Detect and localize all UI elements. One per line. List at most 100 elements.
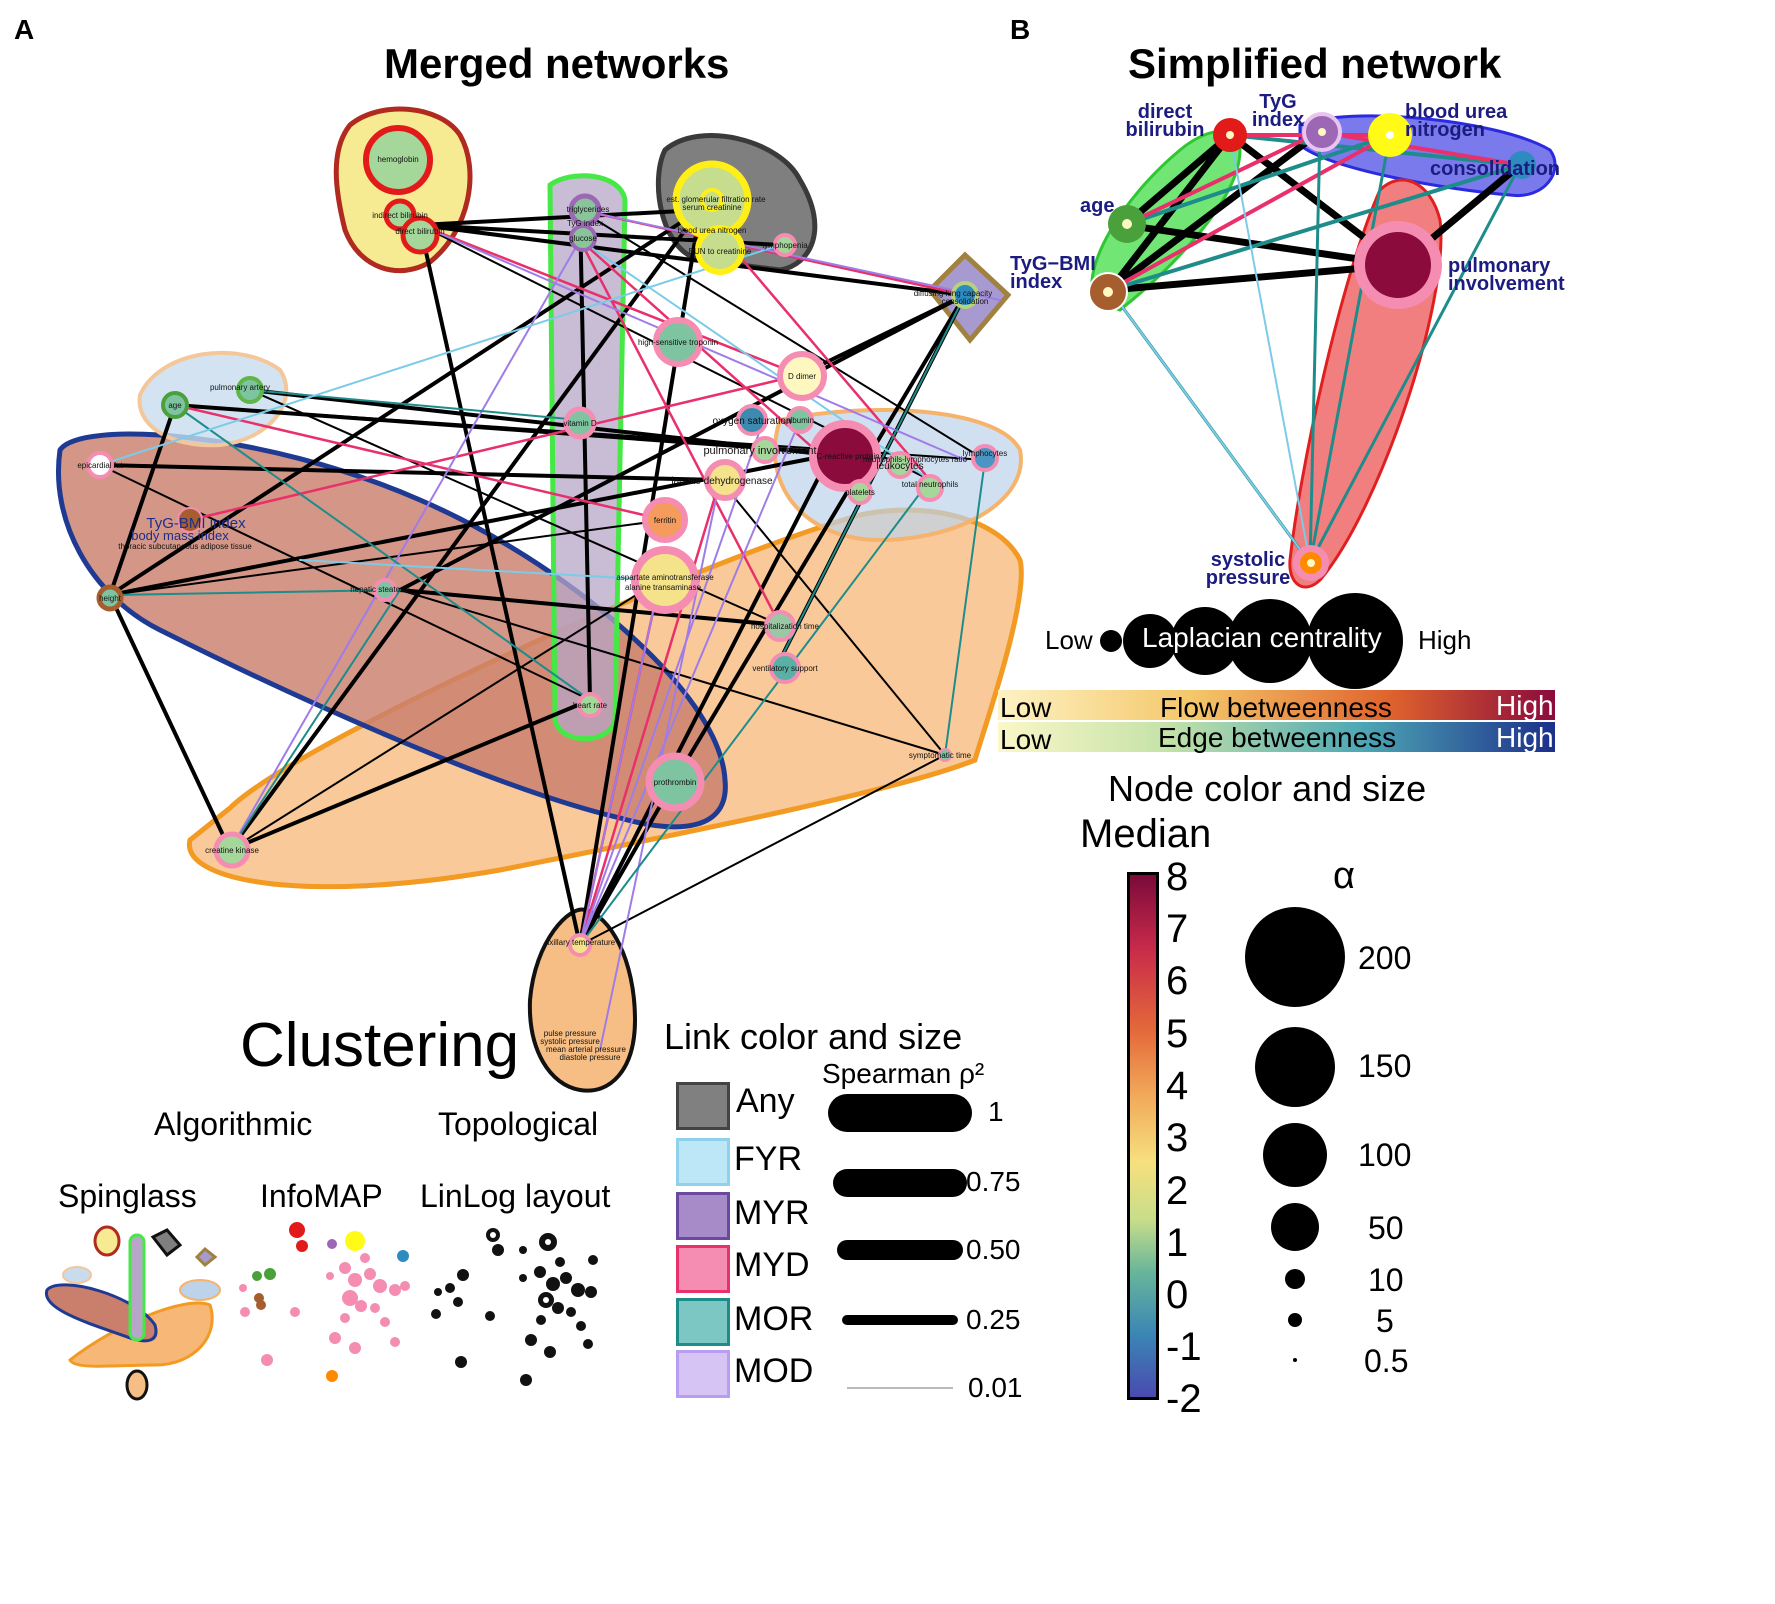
node-label: hemoglobin xyxy=(377,155,418,164)
median-tick: 0 xyxy=(1166,1273,1189,1317)
label-line: bilirubin xyxy=(1126,119,1205,141)
linlog-thumbnail xyxy=(431,1228,598,1386)
merged-network-graph: hemoglobin indirect bilirubin direct bil… xyxy=(56,106,1024,1093)
node-label: thoracic subcutaneous adipose tissue xyxy=(118,542,252,551)
alpha-size-scale xyxy=(1245,907,1345,1362)
median-tick: 2 xyxy=(1166,1169,1189,1213)
alpha-value: 10 xyxy=(1368,1262,1404,1298)
node-label: axillary temperature xyxy=(545,938,616,947)
node-lactate-dehydrogenase xyxy=(704,459,746,501)
simplified-network-title: Simplified network xyxy=(1128,40,1502,87)
label-line: index xyxy=(1010,271,1062,293)
link-label-myd: MYD xyxy=(734,1246,810,1284)
node-label: hospitalization time xyxy=(751,622,820,631)
label-age: age xyxy=(1080,195,1114,217)
link-swatch-mor xyxy=(676,1298,730,1346)
simplified-edges xyxy=(1106,128,1524,565)
panel-b-letter: B xyxy=(1010,14,1031,45)
node-oxygen-saturation xyxy=(736,404,768,436)
node-albumin xyxy=(786,406,814,434)
node-label: high-sensitive troponin xyxy=(638,338,718,347)
node-lymphopenia xyxy=(773,233,797,257)
alpha-value: 200 xyxy=(1358,940,1412,976)
clustering-title: Clustering xyxy=(240,1011,520,1080)
node-pulmonary-involvement xyxy=(751,436,779,464)
link-swatch-myd xyxy=(676,1245,730,1293)
link-label-fyr: FYR xyxy=(734,1140,802,1178)
median-tick: 8 xyxy=(1166,855,1189,899)
node-label: lactate dehydrogenase xyxy=(671,476,773,487)
laplacian-size-scale xyxy=(1100,593,1403,689)
laplacian-centrality-label: Laplacian centrality xyxy=(1142,622,1382,653)
median-colorbar xyxy=(1127,872,1159,1400)
node-label: vitamin D xyxy=(563,419,597,428)
flow-betweenness-label: Flow betweenness xyxy=(1160,692,1392,723)
node-diffusing-lung xyxy=(951,281,979,309)
node-label: est. glomerular filtration rate xyxy=(666,195,766,204)
node-label: neutrophils-lymphocytes ratio xyxy=(863,455,968,464)
node-label: consolidation xyxy=(942,297,989,306)
node-bun-to-creatinine xyxy=(695,225,745,275)
node-label: pulse pressure xyxy=(544,1029,597,1038)
node-label: lymphopenia xyxy=(762,241,808,250)
node-troponin xyxy=(653,317,703,367)
median-tick: -2 xyxy=(1166,1377,1202,1421)
alpha-value: 0.5 xyxy=(1364,1343,1409,1379)
label-line: nitrogen xyxy=(1405,119,1485,141)
node-label: creatine kinase xyxy=(205,846,259,855)
linlog-label: LinLog layout xyxy=(420,1178,611,1214)
node-triglycerides xyxy=(568,193,602,227)
edge-betweenness-label: Edge betweenness xyxy=(1158,722,1397,753)
node-legend-title: Node color and size xyxy=(1108,768,1427,809)
link-swatch-fyr xyxy=(676,1138,730,1186)
laplacian-high-label: High xyxy=(1418,625,1472,655)
node-egfr-inner xyxy=(700,188,724,212)
alpha-value: 100 xyxy=(1358,1137,1412,1173)
node-vitamin-d xyxy=(563,406,597,440)
node-label: leukocytes xyxy=(876,461,923,472)
node-axillary-temp xyxy=(568,933,592,957)
node-label: C-reactive protein xyxy=(816,452,879,461)
node-creatine-kinase xyxy=(213,831,251,869)
node-label: body mass index xyxy=(131,528,229,543)
node-label: pulmonary involvement xyxy=(703,445,816,457)
cluster-hull-pressure xyxy=(527,907,638,1093)
label-line: index xyxy=(1252,109,1304,131)
flow-low-label: Low xyxy=(1000,692,1052,723)
infomap-label: InfoMAP xyxy=(260,1178,383,1214)
node-ventilatory-support xyxy=(769,652,801,684)
median-tick: 5 xyxy=(1166,1012,1189,1056)
node-label: glucose xyxy=(569,234,597,243)
node-label: blood urea nitrogen xyxy=(678,226,747,235)
node-label: ventilatory support xyxy=(752,664,818,673)
node-label: albumin xyxy=(786,416,814,425)
link-swatch-any xyxy=(676,1082,730,1130)
node-ferritin xyxy=(642,497,688,543)
node-label: oxygen saturation xyxy=(713,416,792,427)
node-tyg-bmi xyxy=(177,507,203,533)
flow-betweenness-bar xyxy=(998,690,1555,720)
link-width-value: 1 xyxy=(988,1096,1004,1127)
node-height xyxy=(96,584,124,612)
merged-networks-title: Merged networks xyxy=(384,40,730,87)
alpha-value: 50 xyxy=(1368,1210,1404,1246)
node-label: mean arterial pressure xyxy=(546,1045,627,1054)
network-nodes xyxy=(86,125,999,957)
link-swatch-mod xyxy=(676,1350,730,1398)
network-edges xyxy=(98,208,1001,1051)
node-leukocytes xyxy=(886,451,914,479)
simplified-nodes xyxy=(1088,112,1536,581)
link-label-mod: MOD xyxy=(734,1352,814,1390)
link-width-value: 0.01 xyxy=(968,1372,1023,1403)
node-label: BUN to creatinine xyxy=(689,247,752,256)
infomap-thumbnail xyxy=(239,1222,410,1382)
node-hepatic-steatosis xyxy=(373,578,397,602)
node-ast xyxy=(631,546,699,614)
link-swatch-myr xyxy=(676,1192,730,1240)
link-width-scale xyxy=(828,1094,972,1389)
